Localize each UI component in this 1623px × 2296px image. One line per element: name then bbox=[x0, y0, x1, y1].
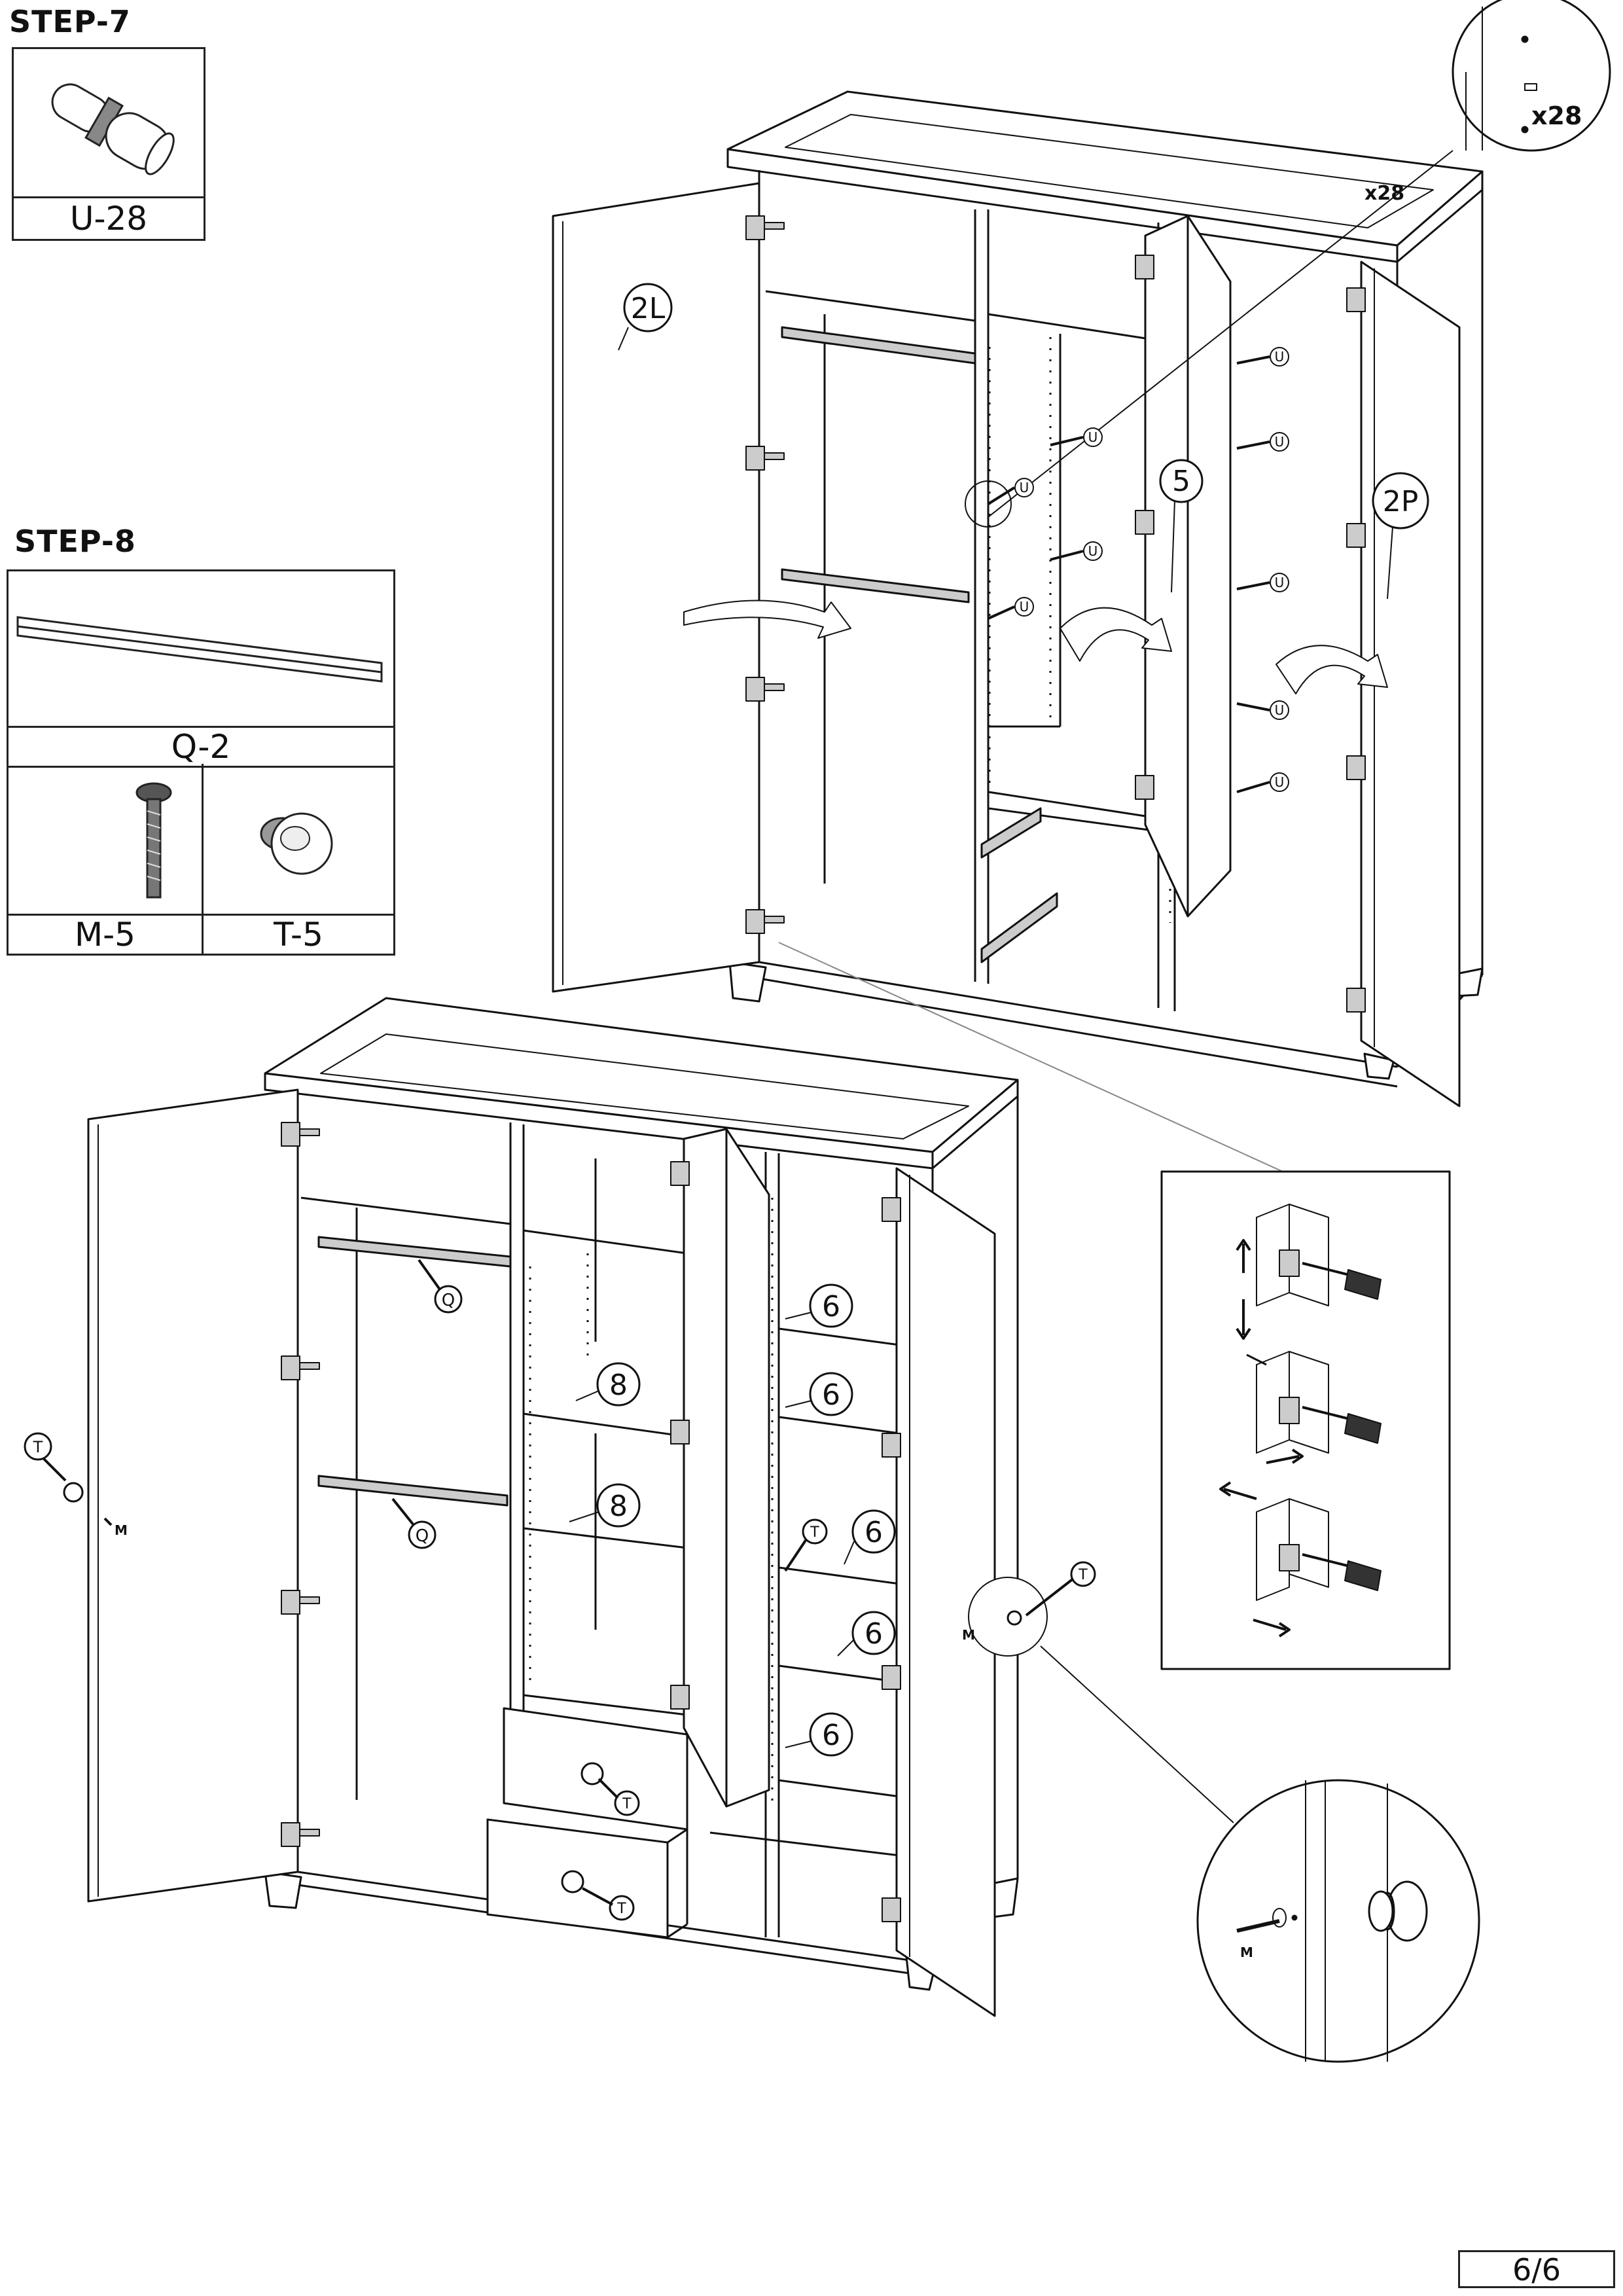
hinge-adjust-panel bbox=[1160, 1170, 1451, 1670]
callout-pin-9: U bbox=[1020, 480, 1029, 495]
callout-rod-1: Q bbox=[442, 1291, 455, 1310]
part-box-step8: Q-2 M-5 T-5 bbox=[7, 569, 395, 956]
part-box-divider bbox=[202, 764, 204, 954]
callout-shelf-6b: 6 bbox=[822, 1378, 840, 1412]
part-label-u28: U-28 bbox=[14, 196, 204, 239]
callout-shelf-6c: 6 bbox=[865, 1516, 883, 1549]
part-label-t5: T-5 bbox=[274, 916, 323, 954]
callout-pin-4: U bbox=[1275, 702, 1285, 718]
part-label-m5: M-5 bbox=[75, 916, 135, 954]
step-8-title: STEP-8 bbox=[14, 524, 136, 559]
callout-x28-a: x28 bbox=[1364, 182, 1404, 205]
page-number: 6/6 bbox=[1458, 2250, 1615, 2288]
callout-knob-2: T bbox=[810, 1524, 819, 1541]
callout-knob-5: T bbox=[1078, 1567, 1088, 1583]
callout-pin-6: U bbox=[1088, 429, 1098, 445]
callout-shelf-6e: 6 bbox=[822, 1719, 840, 1752]
callout-pin-1: U bbox=[1275, 349, 1285, 365]
callout-pin-5: U bbox=[1275, 774, 1285, 790]
callout-shelf-8b: 8 bbox=[609, 1490, 628, 1523]
callout-x28-b: x28 bbox=[1531, 101, 1582, 130]
callout-screw-3: M bbox=[1240, 1945, 1253, 1960]
callout-door-2l: 2L bbox=[631, 292, 666, 325]
callout-circle-2l bbox=[623, 283, 673, 332]
callout-screw-1: M bbox=[115, 1522, 128, 1538]
pin-callouts: U U U U U U U U U bbox=[987, 347, 1289, 793]
knob-icon bbox=[260, 812, 333, 875]
hanging-rod-icon bbox=[16, 616, 383, 683]
part-box-u28: U-28 bbox=[12, 47, 205, 241]
callout-pin-8: U bbox=[1020, 599, 1029, 615]
callout-knob-4: T bbox=[616, 1901, 626, 1917]
part-label-q2: Q-2 bbox=[9, 726, 393, 768]
callout-pin-7: U bbox=[1088, 543, 1098, 559]
callout-shelf-8a: 8 bbox=[609, 1369, 628, 1402]
screw-icon bbox=[135, 782, 172, 899]
callout-shelf-6d: 6 bbox=[865, 1617, 883, 1651]
callout-door-5: 5 bbox=[1172, 465, 1190, 498]
callout-pin-3: U bbox=[1275, 575, 1285, 590]
wardrobe-top bbox=[552, 0, 1611, 1107]
callout-shelf-6a: 6 bbox=[822, 1290, 840, 1323]
callout-rod-2: Q bbox=[416, 1526, 429, 1546]
callout-knob-3: T bbox=[622, 1796, 632, 1812]
callout-screw-2: M bbox=[962, 1627, 975, 1643]
shelf-pin-icon bbox=[51, 83, 175, 175]
callout-door-2p: 2P bbox=[1383, 485, 1419, 518]
step-7-title: STEP-7 bbox=[9, 4, 131, 39]
wardrobe-bottom bbox=[63, 997, 1480, 2063]
callout-circle-5 bbox=[1159, 459, 1204, 503]
callout-circle-2p bbox=[1372, 472, 1429, 529]
callout-knob-1: T bbox=[33, 1438, 43, 1456]
callout-pin-2: U bbox=[1275, 434, 1285, 450]
